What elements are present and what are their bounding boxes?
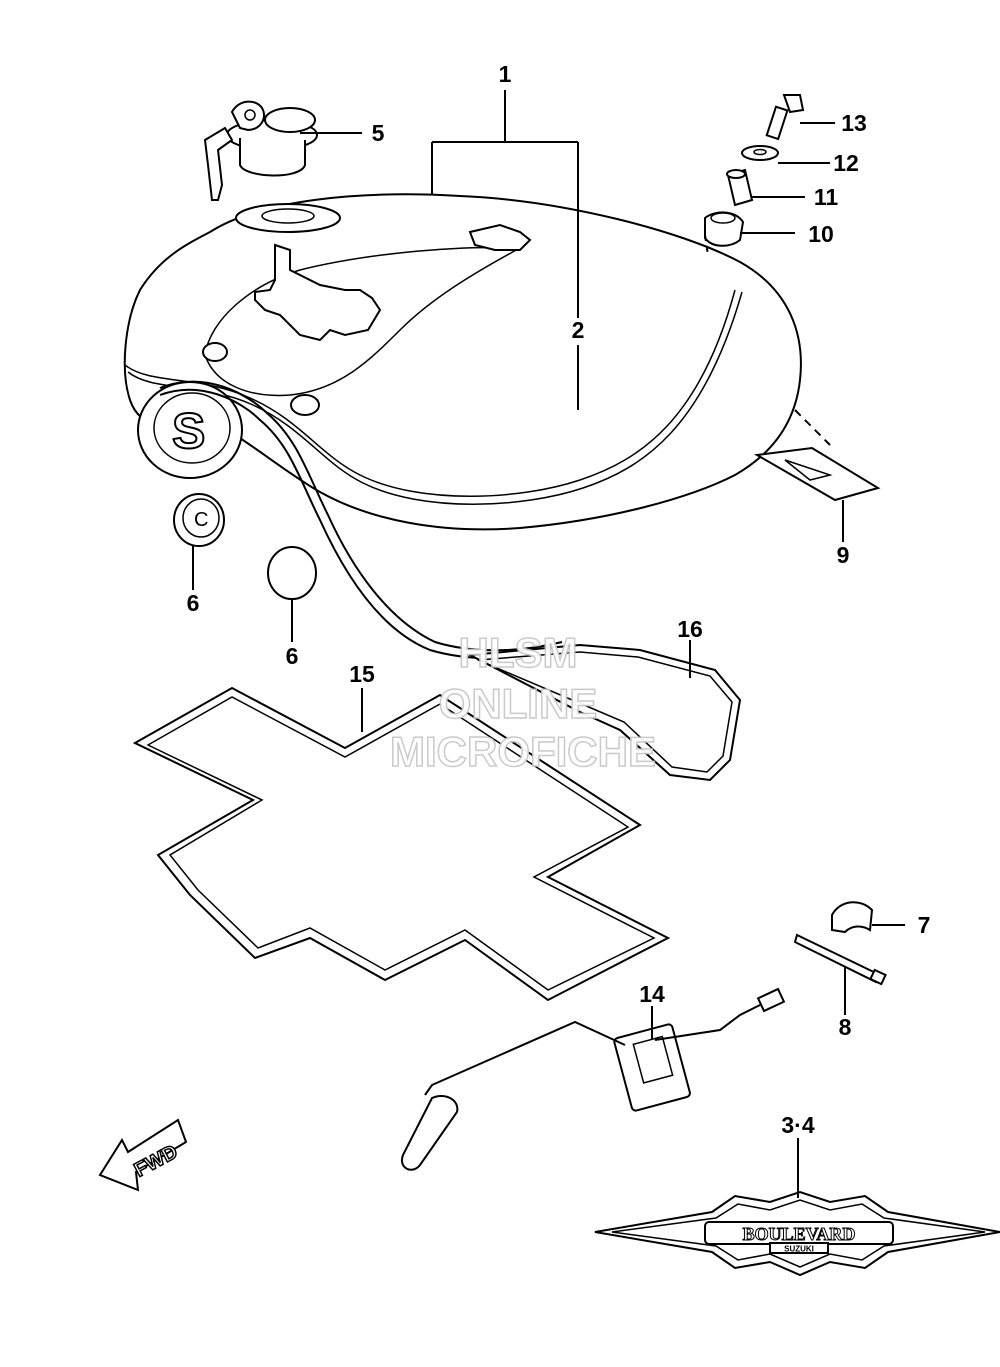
callout-10: 10	[808, 221, 834, 247]
watermark-line-3: MICROFICHE	[390, 728, 656, 775]
callout-13: 13	[841, 110, 867, 136]
svg-text:C: C	[194, 509, 208, 531]
cable-tie	[793, 933, 887, 986]
fuel-level-gauge	[400, 987, 786, 1171]
callout-6b: 6	[286, 643, 299, 669]
watermark-line-2: ONLINE	[439, 680, 598, 727]
callout-16: 16	[677, 616, 703, 642]
svg-text:S: S	[172, 403, 205, 459]
side-pad	[466, 643, 742, 782]
callout-12: 12	[833, 150, 859, 176]
fuel-cap-with-keys	[203, 100, 318, 201]
emblem-sub-text: SUZUKI	[784, 1245, 814, 1254]
collar	[726, 168, 754, 207]
callout-2: 2	[572, 317, 585, 343]
callout-numbers: 1 2 5 13 12 11 10 9 6 6 16 15 7 8 14 3·4	[187, 61, 931, 1138]
cushion-sheet	[132, 686, 671, 1002]
mounting-bolt	[765, 94, 805, 141]
callout-3-4: 3·4	[781, 1112, 814, 1138]
forward-arrow-icon: FWD	[98, 1118, 188, 1192]
callout-5: 5	[372, 120, 385, 146]
callout-15: 15	[349, 661, 375, 687]
callout-14: 14	[639, 981, 665, 1007]
cushion	[704, 211, 745, 247]
watermark: HLSM ONLINE MICROFICHE	[389, 628, 657, 776]
washer	[741, 145, 779, 161]
callout-8: 8	[839, 1014, 852, 1040]
boulevard-emblem: BOULEVARD SUZUKI	[594, 1190, 1000, 1277]
watermark-line-1: HLSM	[459, 629, 578, 676]
plug-cap-lettered: C	[173, 493, 225, 547]
leader-lines	[192, 90, 905, 1198]
callout-6a: 6	[187, 590, 200, 616]
callout-7: 7	[918, 912, 931, 938]
callout-9: 9	[837, 542, 850, 568]
rear-mount-cushion	[753, 409, 881, 502]
emblem-main-text: BOULEVARD	[743, 1224, 856, 1244]
callout-1: 1	[499, 61, 512, 87]
clamp	[831, 901, 874, 934]
callout-11: 11	[814, 184, 839, 210]
plug-cap-plain	[267, 546, 317, 600]
fuel-tank: S	[123, 193, 802, 660]
